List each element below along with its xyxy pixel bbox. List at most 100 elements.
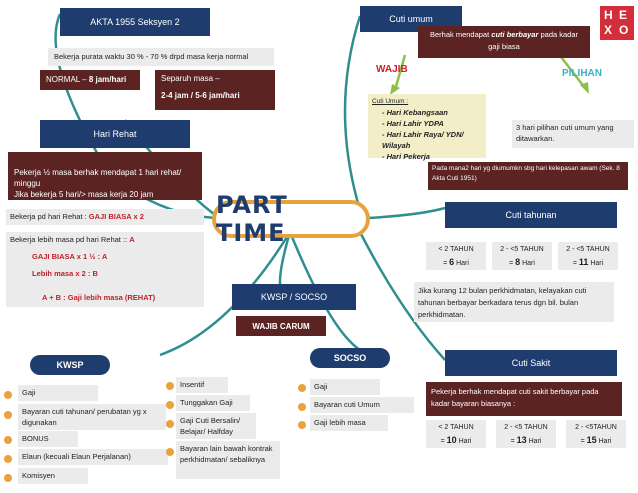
tahunan-note-text: Jika kurang 12 bulan perkhidmatan, kelay… — [418, 286, 587, 319]
sakit-desc: Pekerja berhak mendapat cuti sakit berba… — [426, 382, 622, 416]
sakit-range: 2 - <5TAHUN — [575, 424, 617, 431]
pilihan-label: PILIHAN — [562, 68, 602, 79]
cuti-umum-title-text: Cuti umum — [389, 14, 433, 24]
socso-item: Bayaran cuti Umum — [310, 397, 414, 413]
sakit-box: 2 - <5 TAHUN = 13 Hari — [496, 420, 556, 448]
akta-title: AKTA 1955 Seksyen 2 — [60, 8, 210, 36]
separuh-value: 2-4 jam / 5-6 jam/hari — [161, 91, 240, 100]
list-item-text: Hari Lahir YDPA — [386, 119, 444, 128]
normal-value: 8 jam/hari — [88, 75, 127, 84]
rehat-line1-prefix: Bekerja pd hari Rehat : — [10, 212, 89, 221]
cuti-umum-desc-em: cuti berbayar — [491, 30, 539, 39]
list-item-text: Hari Kebangsaan — [386, 108, 448, 117]
kwsp-pill: KWSP — [30, 355, 110, 375]
akta-title-text: AKTA 1955 Seksyen 2 — [90, 17, 180, 27]
kwsp-item: Bayaran cuti tahunan/ perubatan yg x dig… — [18, 404, 166, 430]
rehat-a-formula: GAJI BIASA x 1 ½ : A — [32, 252, 108, 261]
rehat-line2-prefix: Bekerja lebih masa pd hari Rehat :: — [10, 235, 130, 244]
kwsp-item-text: Komisyen — [22, 471, 55, 480]
bullet-icon — [4, 391, 12, 399]
cuti-tahunan-title-text: Cuti tahunan — [505, 210, 557, 220]
socso-item: Gaji — [310, 379, 380, 395]
cuti-umum-list: Cuti Umum : - Hari Kebangsaan - Hari Lah… — [368, 94, 486, 161]
kwsp-item: Komisyen — [18, 468, 88, 484]
kwsp-item-text: Tunggakan Gaji — [180, 398, 233, 407]
socso-item-text: Gaji — [314, 382, 328, 391]
tahunan-box: 2 - <5 TAHUN = 8 Hari — [492, 242, 552, 270]
sakit-box: 2 - <5TAHUN = 15 Hari — [566, 420, 626, 448]
tahunan-range: 2 - <5 TAHUN — [566, 246, 610, 253]
cuti-umum-list-title: Cuti Umum : — [372, 98, 409, 105]
kwsp-item: BONUS — [18, 431, 78, 447]
akta-normal: NORMAL – 8 jam/hari — [40, 70, 140, 90]
bullet-icon — [4, 411, 12, 419]
pilihan-text-value: 3 hari pilihan cuti umum yang ditawarkan… — [516, 123, 614, 143]
tahunan-range: 2 - <5 TAHUN — [500, 246, 544, 253]
tahunan-unit: Hari — [456, 260, 469, 267]
kwsp-item-text: Elaun (kecuali Elaun Perjalanan) — [22, 452, 131, 461]
list-item: - Hari Kebangsaan — [382, 108, 448, 117]
cuti-umum-desc: Berhak mendapat cuti berbayar pada kadar… — [418, 26, 590, 58]
tahunan-box: 2 - <5 TAHUN = 11 Hari — [558, 242, 618, 270]
cuti-umum-note-text: Pada mana2 hari yg diumumkn sbg hari kel… — [432, 165, 620, 182]
cuti-sakit-title: Cuti Sakit — [445, 350, 617, 376]
socso-item-text: Bayaran cuti Umum — [314, 400, 380, 409]
tahunan-value: 8 — [515, 257, 521, 267]
kwsp-label: KWSP — [56, 360, 84, 370]
kwsp-item-text: BONUS — [22, 434, 49, 443]
pilihan-label-text: PILIHAN — [562, 68, 602, 79]
rehat-title-text: Hari Rehat — [93, 129, 137, 139]
rehat-ab-formula: A + B : Gaji lebih masa (REHAT) — [42, 293, 156, 302]
rehat-title: Hari Rehat — [40, 120, 190, 148]
kwsp-item-text: Gaji Cuti Bersalin/ Belajar/ Halfday — [180, 416, 241, 436]
rehat-desc-text: Pekerja ½ masa berhak mendapat 1 hari re… — [14, 168, 182, 199]
kwsp-item: Tunggakan Gaji — [176, 395, 250, 411]
list-item: - Hari Pekerja — [382, 152, 430, 161]
list-item-text: Hari Lahir Raya/ YDN/ Wilayah — [382, 130, 464, 150]
socso-item-text: Gaji lebih masa — [314, 418, 366, 427]
cuti-umum-desc-prefix: Berhak mendapat — [429, 30, 492, 39]
logo-letter: X — [604, 23, 613, 37]
rehat-line1: Bekerja pd hari Rehat : GAJI BIASA x 2 — [6, 209, 204, 225]
separuh-title: Separuh masa – — [161, 74, 220, 83]
bullet-icon — [4, 436, 12, 444]
tahunan-note: Jika kurang 12 bulan perkhidmatan, kelay… — [414, 282, 614, 322]
bullet-icon — [166, 448, 174, 456]
center-node: PART TIME — [212, 191, 370, 247]
list-item-text: Hari Pekerja — [386, 152, 430, 161]
bullet-icon — [298, 421, 306, 429]
bullet-icon — [4, 455, 12, 463]
sakit-value: 13 — [516, 435, 527, 445]
cuti-umum-note: Pada mana2 hari yg diumumkn sbg hari kel… — [428, 162, 628, 190]
tahunan-value: 6 — [449, 257, 455, 267]
rehat-line2: Bekerja lebih masa pd hari Rehat :: A GA… — [6, 232, 204, 290]
wajib-carum-text: WAJIB CARUM — [252, 321, 310, 331]
normal-prefix: NORMAL – — [46, 75, 89, 84]
logo-letter: E — [619, 8, 628, 22]
socso-item: Gaji lebih masa — [310, 415, 388, 431]
sakit-unit: Hari — [598, 438, 612, 445]
sakit-box: < 2 TAHUN = 10 Hari — [426, 420, 486, 448]
cuti-umum-desc-suffix: pada kadar gaji biasa — [488, 30, 579, 51]
rehat-line1-value: GAJI BIASA x 2 — [88, 212, 144, 221]
wajib-carum: WAJIB CARUM — [236, 316, 326, 336]
bullet-icon — [298, 384, 306, 392]
wajib-label-text: WAJIB — [376, 64, 408, 75]
kwsp-item-text: Gaji — [22, 388, 36, 397]
list-item: - Hari Lahir YDPA — [382, 119, 444, 128]
kwsp-item-text: Bayaran lain bawah kontrak perkhidmatan/… — [180, 444, 273, 464]
kwsp-item-text: Bayaran cuti tahunan/ perubatan yg x dig… — [22, 407, 147, 427]
bullet-icon — [298, 403, 306, 411]
kwsp-item: Insentif — [176, 377, 228, 393]
kwsp-item: Gaji Cuti Bersalin/ Belajar/ Halfday — [176, 413, 256, 439]
tahunan-unit: Hari — [590, 260, 604, 267]
kwsp-item: Elaun (kecuali Elaun Perjalanan) — [18, 449, 168, 465]
tahunan-box: < 2 TAHUN = 6 Hari — [426, 242, 486, 270]
hexo-logo: H E X O — [600, 6, 634, 40]
bullet-icon — [166, 382, 174, 390]
pilihan-text: 3 hari pilihan cuti umum yang ditawarkan… — [512, 120, 634, 148]
kwsp-socso-title-text: KWSP / SOCSO — [260, 292, 328, 302]
wajib-label: WAJIB — [376, 64, 408, 75]
tahunan-unit: Hari — [522, 260, 535, 267]
akta-definition: Bekerja purata waktu 30 % - 70 % drpd ma… — [48, 48, 274, 66]
